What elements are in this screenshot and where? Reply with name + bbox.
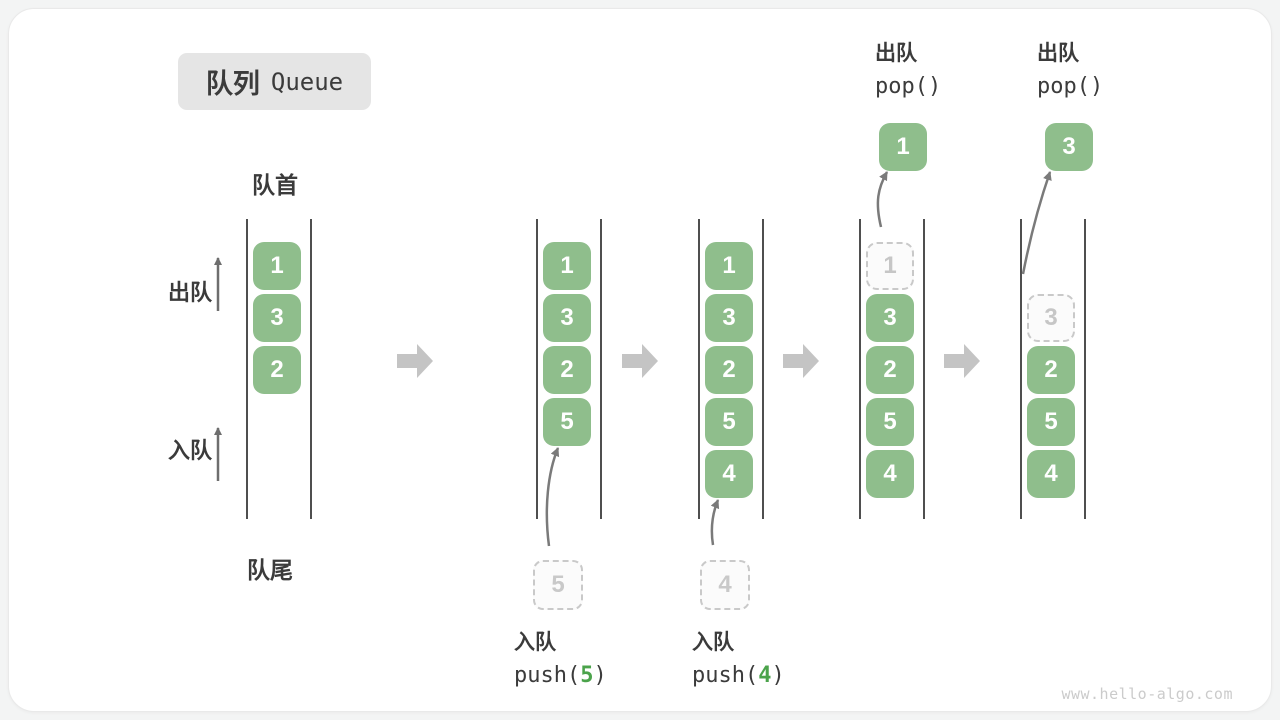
op-code: pop() [875, 74, 942, 99]
op-action: 出队 [1037, 42, 1079, 65]
queue-walls-state2 [536, 219, 602, 519]
diagram-card: 队列 Queue 队首 队尾 出队 入队 1 3 2 1 3 2 5 5 1 3… [8, 8, 1272, 712]
queue-walls-state5 [1020, 219, 1086, 519]
op-action: 入队 [692, 631, 734, 654]
queue-cell: 3 [543, 294, 591, 342]
op-action: 入队 [514, 631, 556, 654]
popped-cell: 1 [879, 123, 927, 171]
op-label-enqueue-5: 入队 push(5) [514, 632, 607, 687]
code-arg: 5 [580, 663, 594, 688]
queue-cell: 2 [705, 346, 753, 394]
op-code: pop() [1037, 74, 1104, 99]
code-after: ) [593, 663, 607, 688]
queue-cell: 4 [866, 450, 914, 498]
op-label-enqueue-4: 入队 push(4) [692, 632, 785, 687]
queue-cell: 4 [705, 450, 753, 498]
queue-walls-state4 [859, 219, 925, 519]
code-after: ) [771, 663, 785, 688]
queue-cell: 2 [1027, 346, 1075, 394]
title-en: Queue [270, 67, 344, 96]
popped-cell: 3 [1045, 123, 1093, 171]
watermark: www.hello-algo.com [1061, 685, 1233, 703]
op-action: 出队 [875, 42, 917, 65]
queue-cell: 3 [866, 294, 914, 342]
queue-cell: 2 [866, 346, 914, 394]
code-arg: 4 [758, 663, 772, 688]
queue-cell: 1 [705, 242, 753, 290]
queue-cell: 2 [253, 346, 301, 394]
queue-cell: 1 [543, 242, 591, 290]
queue-cell: 3 [705, 294, 753, 342]
code-before: push( [514, 663, 581, 688]
title-zh: 队列 [205, 69, 260, 99]
queue-cell: 4 [1027, 450, 1075, 498]
op-code: push(4) [692, 665, 785, 687]
queue-cell: 5 [543, 398, 591, 446]
queue-cell: 2 [543, 346, 591, 394]
label-queue-rear: 队尾 [247, 557, 293, 583]
op-label-dequeue-1: 出队 pop() [875, 43, 941, 98]
title-badge: 队列 Queue [178, 53, 371, 110]
queue-cell: 5 [866, 398, 914, 446]
dequeued-ghost-cell: 1 [866, 242, 914, 290]
dequeued-ghost-cell: 3 [1027, 294, 1075, 342]
queue-walls-state1 [246, 219, 312, 519]
op-label-dequeue-2: 出队 pop() [1037, 43, 1103, 98]
label-queue-front: 队首 [252, 172, 298, 198]
code-before: push( [692, 663, 759, 688]
op-code: push(5) [514, 665, 607, 687]
label-dequeue-side: 出队 [168, 280, 213, 305]
queue-cell: 5 [705, 398, 753, 446]
queue-walls-state3 [698, 219, 764, 519]
pending-enqueue-cell: 5 [533, 560, 583, 610]
pending-enqueue-cell: 4 [700, 560, 750, 610]
label-enqueue-side: 入队 [168, 438, 213, 463]
queue-cell: 3 [253, 294, 301, 342]
queue-cell: 1 [253, 242, 301, 290]
queue-cell: 5 [1027, 398, 1075, 446]
